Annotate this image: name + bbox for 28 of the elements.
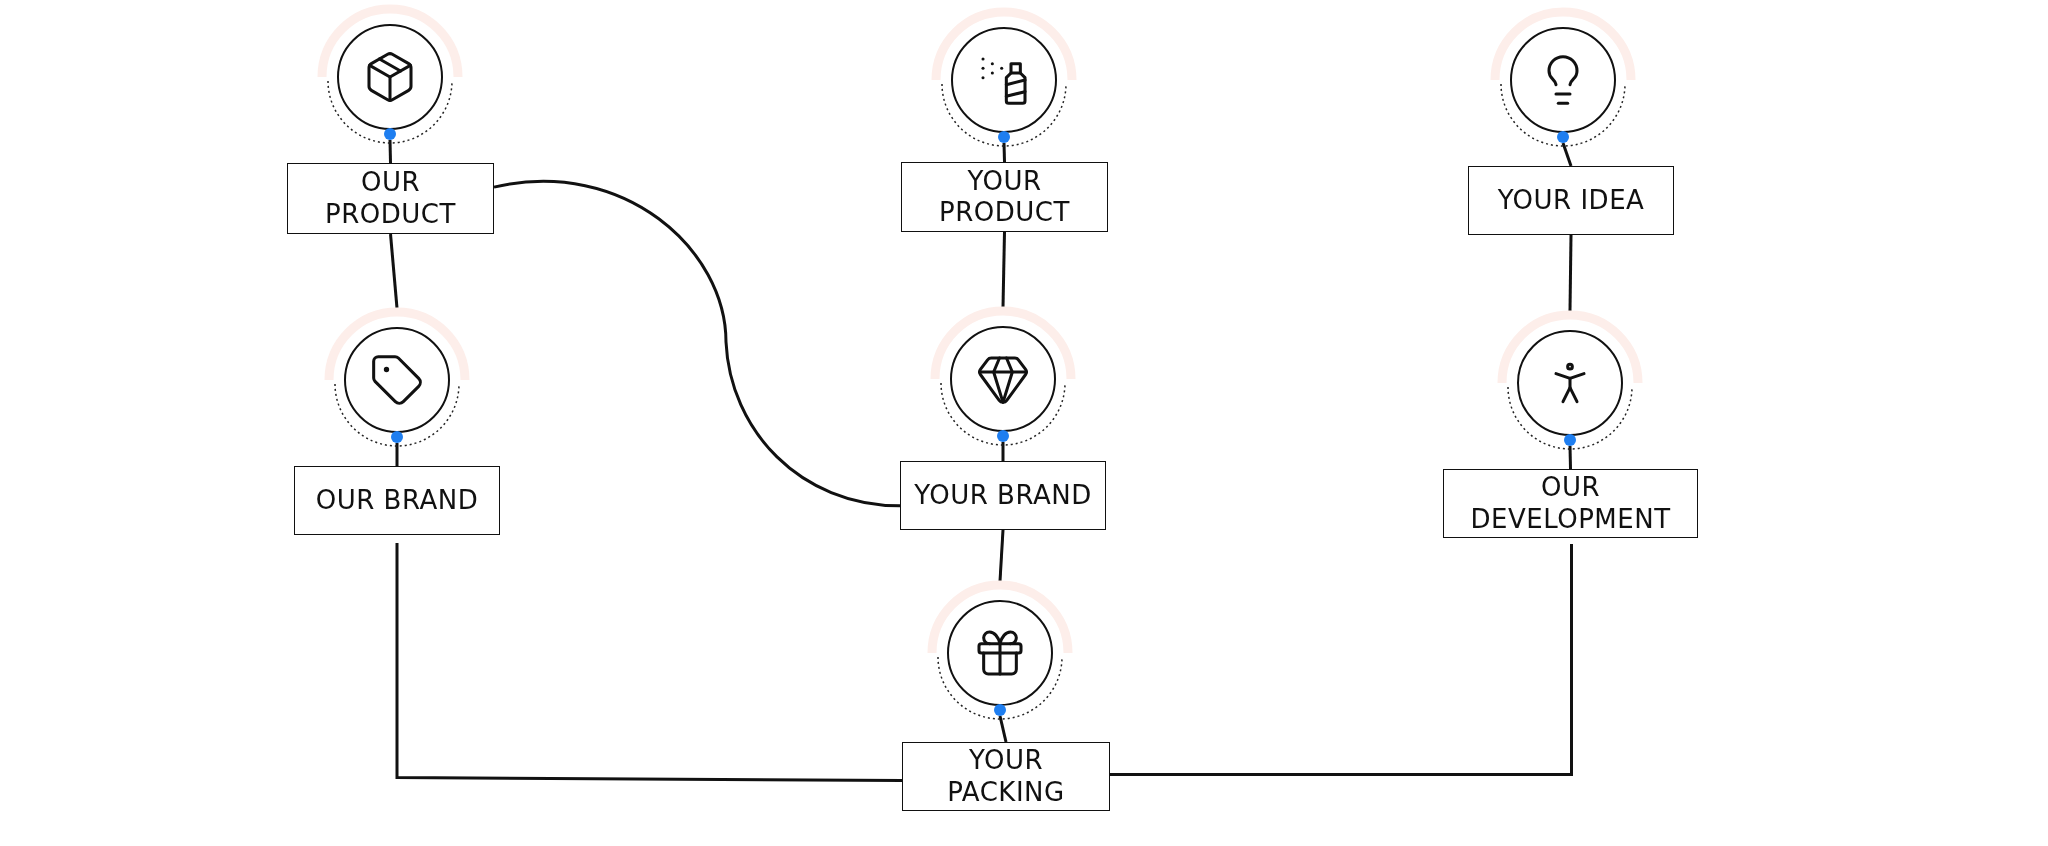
node-label: YOUR PRODUCT (938, 165, 1071, 229)
node-label: YOUR IDEA (1497, 184, 1645, 217)
connector-line (493, 180, 901, 508)
connector-line (1561, 142, 1573, 167)
node-label: OUR DEVELOPMENT (1469, 472, 1672, 535)
process-box (287, 163, 494, 234)
connector-line (1001, 442, 1005, 461)
connector-line (388, 139, 392, 164)
process-box (901, 162, 1108, 232)
connector-line (1568, 234, 1573, 312)
process-box (1443, 469, 1698, 538)
node-label: OUR PRODUCT (324, 167, 457, 230)
connector-line (1568, 445, 1572, 470)
node-label: YOUR BRAND (914, 479, 1092, 512)
connector-line (1001, 231, 1006, 308)
process-box (902, 742, 1110, 811)
connector-line (998, 529, 1005, 582)
process-box (294, 466, 500, 535)
process-box (1468, 166, 1674, 235)
connector-line (1110, 544, 1573, 776)
connector-line (395, 543, 902, 782)
node-label: YOUR PACKING (946, 745, 1066, 808)
connector-line (1002, 142, 1006, 163)
connector-line (395, 443, 399, 466)
connector-line (998, 715, 1008, 743)
process-box (900, 461, 1106, 530)
connector-line (389, 233, 399, 309)
node-label: OUR BRAND (315, 484, 479, 517)
